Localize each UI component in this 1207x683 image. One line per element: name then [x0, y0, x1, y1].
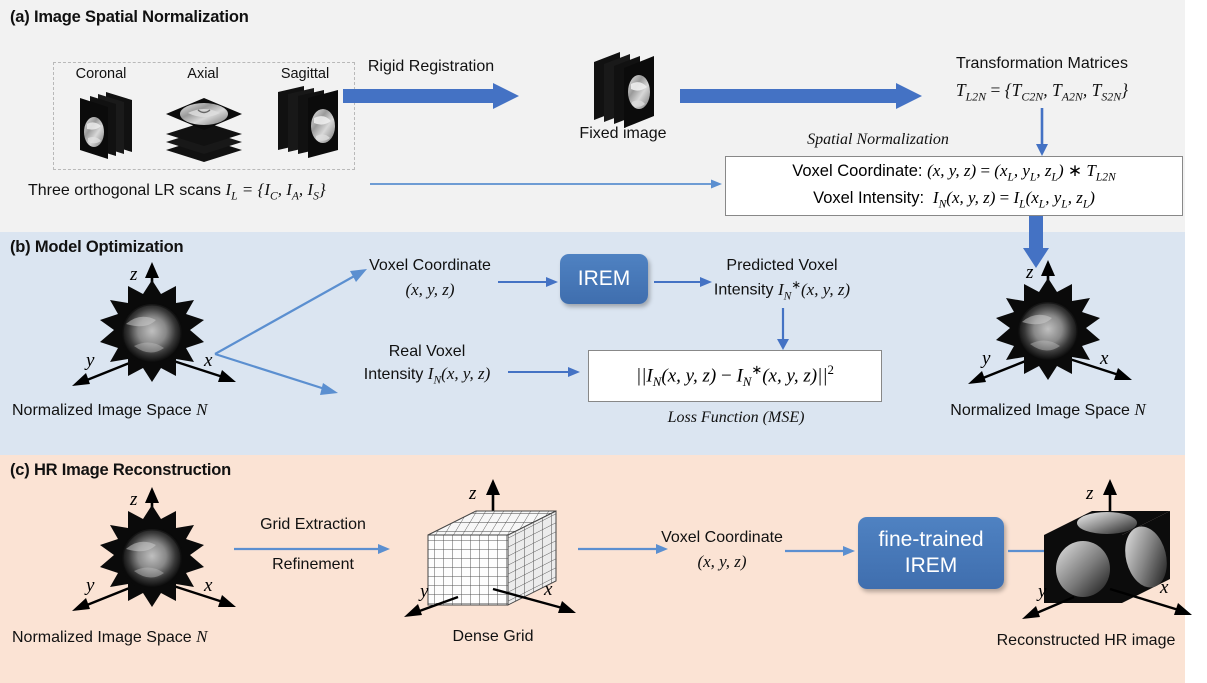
coord-to-finetuned-arrow	[785, 546, 855, 556]
svg-text:z: z	[129, 264, 138, 285]
svg-text:z: z	[1085, 483, 1094, 504]
transformation-matrices-title: Transformation Matrices	[956, 55, 1128, 72]
normalized-image-space-icon-b: z x y	[72, 262, 236, 386]
loss-function-box: ||IN(x, y, z) − IN∗(x, y, z)||2	[588, 350, 882, 402]
svg-text:x: x	[203, 350, 213, 371]
scan-label-coronal: Coronal	[75, 66, 127, 82]
fine-trained-irem-line2: IREM	[904, 554, 958, 577]
voxel-coordinate-math-c: (x, y, z)	[697, 552, 747, 571]
refinement-label: Refinement	[272, 556, 354, 573]
real-to-loss-arrow	[508, 367, 580, 377]
svg-text:y: y	[1036, 581, 1047, 602]
normalized-space-text-c: Normalized Image Space	[12, 629, 197, 646]
spatial-normalization-formula-box: Voxel Coordinate: (x, y, z) = (xL, yL, z…	[725, 156, 1183, 216]
fixed-image-stack-icon	[594, 52, 654, 128]
scan-label-sagittal: Sagittal	[280, 66, 330, 82]
panel-a-title: (a) Image Spatial Normalization	[10, 8, 249, 26]
svg-text:y: y	[418, 581, 429, 602]
normalized-space-text-b-right: Normalized Image Space	[950, 402, 1135, 419]
spatial-normalization-label: Spatial Normalization	[807, 131, 949, 148]
coord-to-irem-arrow	[498, 277, 558, 287]
irem-to-predicted-arrow	[654, 277, 712, 287]
lr-scans-group-box	[53, 62, 355, 170]
panel-b-content: z x y Normalized Image Space N Voxel Coo…	[0, 232, 1185, 455]
normalized-space-label-c: Normalized Image Space N	[12, 627, 207, 648]
fine-trained-irem-line1: fine-trained	[878, 528, 984, 552]
normalized-space-math-b-right: N	[1134, 400, 1146, 419]
normalized-space-math-c: N	[196, 627, 208, 646]
irem-model-box[interactable]: IREM	[560, 254, 648, 304]
matrices-to-formula-arrow	[1036, 108, 1048, 156]
fine-trained-irem-box[interactable]: fine-trained IREM	[858, 517, 1004, 589]
normalized-space-text-b: Normalized Image Space	[12, 402, 197, 419]
svg-text:x: x	[1159, 577, 1169, 598]
normalized-image-space-icon-c: z x y	[72, 487, 236, 611]
grid-to-coord-arrow	[578, 544, 668, 554]
normalization-to-space-arrow	[1023, 216, 1049, 268]
svg-text:x: x	[543, 579, 553, 600]
voxel-coordinate-math-b: (x, y, z)	[405, 280, 455, 299]
svg-text:z: z	[1025, 262, 1034, 283]
registration-to-matrices-arrow	[680, 83, 922, 109]
branch-arrows-b	[214, 269, 367, 395]
normalized-space-math-b: N	[196, 400, 208, 419]
panel-image-spatial-normalization: (a) Image Spatial Normalization Coronal	[0, 0, 1185, 232]
irem-model-label: IREM	[577, 267, 631, 291]
voxel-coordinate-label-c: Voxel Coordinate	[661, 529, 783, 546]
predicted-to-loss-arrow	[777, 308, 789, 350]
svg-text:y: y	[980, 348, 991, 369]
dense-grid-label: Dense Grid	[452, 628, 534, 645]
loss-function-caption: Loss Function (MSE)	[667, 409, 805, 426]
reconstructed-hr-label: Reconstructed HR image	[996, 632, 1176, 649]
real-intensity-line1: Real Voxel	[388, 343, 466, 360]
dense-grid-cube-icon: z x y	[404, 479, 576, 617]
svg-text:y: y	[84, 575, 95, 596]
svg-text:x: x	[203, 575, 213, 596]
real-intensity-line2: Intensity IN(x, y, z)	[363, 364, 491, 387]
sagittal-slice-stack-icon	[278, 86, 338, 158]
svg-text:x: x	[1099, 348, 1109, 369]
panel-c-content: z x y Normalized Image Space N Grid Extr…	[0, 455, 1192, 683]
svg-text:y: y	[84, 350, 95, 371]
formula-voxel-coordinate: Voxel Coordinate: (x, y, z) = (xL, yL, z…	[792, 160, 1116, 184]
loss-function-formula: ||IN(x, y, z) − IN∗(x, y, z)||2	[635, 361, 834, 389]
formula-voxel-intensity: Voxel Intensity: IN(x, y, z) = IL(xL, yL…	[813, 188, 1095, 211]
reconstructed-hr-cube-icon: z x y	[1022, 479, 1192, 619]
fixed-image-label: Fixed image	[579, 125, 667, 142]
rigid-registration-arrow	[343, 83, 519, 109]
normalized-space-label-b: Normalized Image Space N	[12, 400, 207, 421]
lr-scans-caption-text: Three orthogonal LR scans	[28, 182, 226, 199]
axial-slice-stack-icon	[166, 98, 242, 162]
lr-scans-caption: Three orthogonal LR scans IL = {IC, IA, …	[28, 180, 326, 203]
svg-text:z: z	[468, 483, 477, 504]
lr-scans-caption-math: IL = {IC, IA, IS}	[225, 180, 326, 203]
voxel-coordinate-label-b: Voxel Coordinate	[369, 257, 491, 274]
normalized-image-space-icon-b-right: z x y	[968, 260, 1132, 384]
normalized-space-label-b-right: Normalized Image Space N	[950, 400, 1145, 421]
predicted-intensity-line1: Predicted Voxel	[726, 257, 838, 274]
rigid-registration-label: Rigid Registration	[367, 58, 495, 75]
svg-text:z: z	[129, 489, 138, 510]
coronal-slice-stack-icon	[80, 92, 132, 159]
panel-b-title: (b) Model Optimization	[10, 238, 184, 256]
grid-extraction-arrow	[234, 544, 390, 554]
grid-extraction-label: Grid Extraction	[260, 516, 366, 533]
predicted-intensity-line2: Intensity IN∗(x, y, z)	[713, 278, 851, 303]
scan-label-axial: Axial	[187, 66, 219, 82]
transformation-matrices-math: TL2N = {TC2N, TA2N, TS2N}	[955, 80, 1129, 104]
panel-c-title: (c) HR Image Reconstruction	[10, 461, 232, 479]
lr-scans-to-formula-arrow	[370, 179, 722, 189]
